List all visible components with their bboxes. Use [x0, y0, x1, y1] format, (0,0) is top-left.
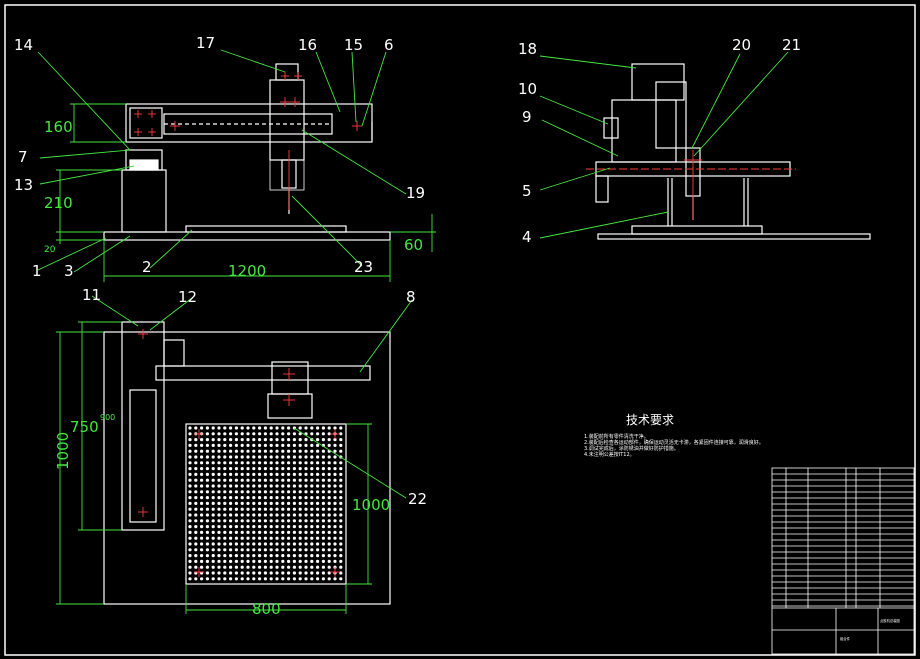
tech-requirements: 技术要求 1.装配前所有零件清洗干净。 2.装配后检查各运动部件，确保运动灵活无… — [584, 413, 764, 458]
grid-holes — [188, 426, 343, 581]
dim-1200: 1200 — [228, 262, 266, 280]
part-19: 19 — [406, 184, 425, 202]
z-carriage — [269, 79, 305, 161]
dispensing-grid — [185, 423, 347, 585]
part-8: 8 — [406, 288, 416, 306]
part-10: 10 — [518, 80, 537, 98]
dim-750: 750 — [70, 418, 99, 436]
base-plate — [103, 231, 391, 241]
tech-title: 技术要求 — [626, 413, 674, 427]
dim-1000-left: 1000 — [54, 432, 72, 470]
work-table — [185, 225, 347, 233]
part-9: 9 — [522, 108, 532, 126]
tech-line-4: 4.未注明公差按IT12。 — [584, 451, 635, 458]
side-carriage — [611, 99, 677, 163]
front-view — [37, 49, 436, 282]
dimension-labels: 160 210 20 1200 60 750 900 1000 1000 800 — [44, 118, 423, 618]
part-3: 3 — [64, 262, 74, 280]
beam-end — [129, 107, 163, 139]
side-base — [597, 233, 871, 240]
part-22: 22 — [408, 490, 427, 508]
part-12: 12 — [178, 288, 197, 306]
part-14: 14 — [14, 36, 33, 54]
part-number-labels: 14 17 16 15 6 7 13 1 3 2 23 19 18 20 21 … — [14, 34, 801, 508]
dim-1000-right: 1000 — [352, 496, 390, 514]
cross-beam — [125, 103, 373, 143]
part-6: 6 — [384, 36, 394, 54]
part-15: 15 — [344, 36, 363, 54]
part-17: 17 — [196, 34, 215, 52]
tech-line-1: 1.装配前所有零件清洗干净。 — [584, 433, 649, 440]
drawing-border — [4, 4, 916, 656]
dim-800: 800 — [252, 600, 281, 618]
material: 组合件 — [840, 636, 851, 641]
slider-block — [129, 159, 159, 171]
part-16: 16 — [298, 36, 317, 54]
part-4: 4 — [522, 228, 532, 246]
dim-160: 160 — [44, 118, 73, 136]
part-2: 2 — [142, 258, 152, 276]
top-base — [103, 331, 391, 605]
z-motor — [275, 63, 299, 81]
left-column — [121, 169, 167, 233]
part-1: 1 — [32, 262, 42, 280]
dim-20: 20 — [44, 245, 56, 255]
dim-210: 210 — [44, 194, 73, 212]
drawing-name: 点胶机总装图 — [880, 618, 900, 623]
part-18: 18 — [518, 40, 537, 58]
x-axis-beam — [155, 365, 371, 381]
dim-900: 900 — [100, 413, 115, 422]
part-23: 23 — [354, 258, 373, 276]
dim-60: 60 — [404, 236, 423, 254]
top-view — [56, 295, 413, 614]
part-13: 13 — [14, 176, 33, 194]
title-block: 点胶机总装图 组合件 — [771, 467, 915, 655]
tech-line-3: 3.调试完成后，涂防锈油并做好防护措施。 — [584, 445, 679, 452]
part-20: 20 — [732, 36, 751, 54]
part-21: 21 — [782, 36, 801, 54]
part-5: 5 — [522, 182, 532, 200]
part-11: 11 — [82, 286, 101, 304]
part-7: 7 — [18, 148, 28, 166]
y-axis-column — [121, 321, 165, 531]
side-view — [539, 51, 871, 240]
tech-line-2: 2.装配后检查各运动部件，确保运动灵活无卡滞，各紧固件连接可靠，润滑良好。 — [584, 439, 764, 446]
